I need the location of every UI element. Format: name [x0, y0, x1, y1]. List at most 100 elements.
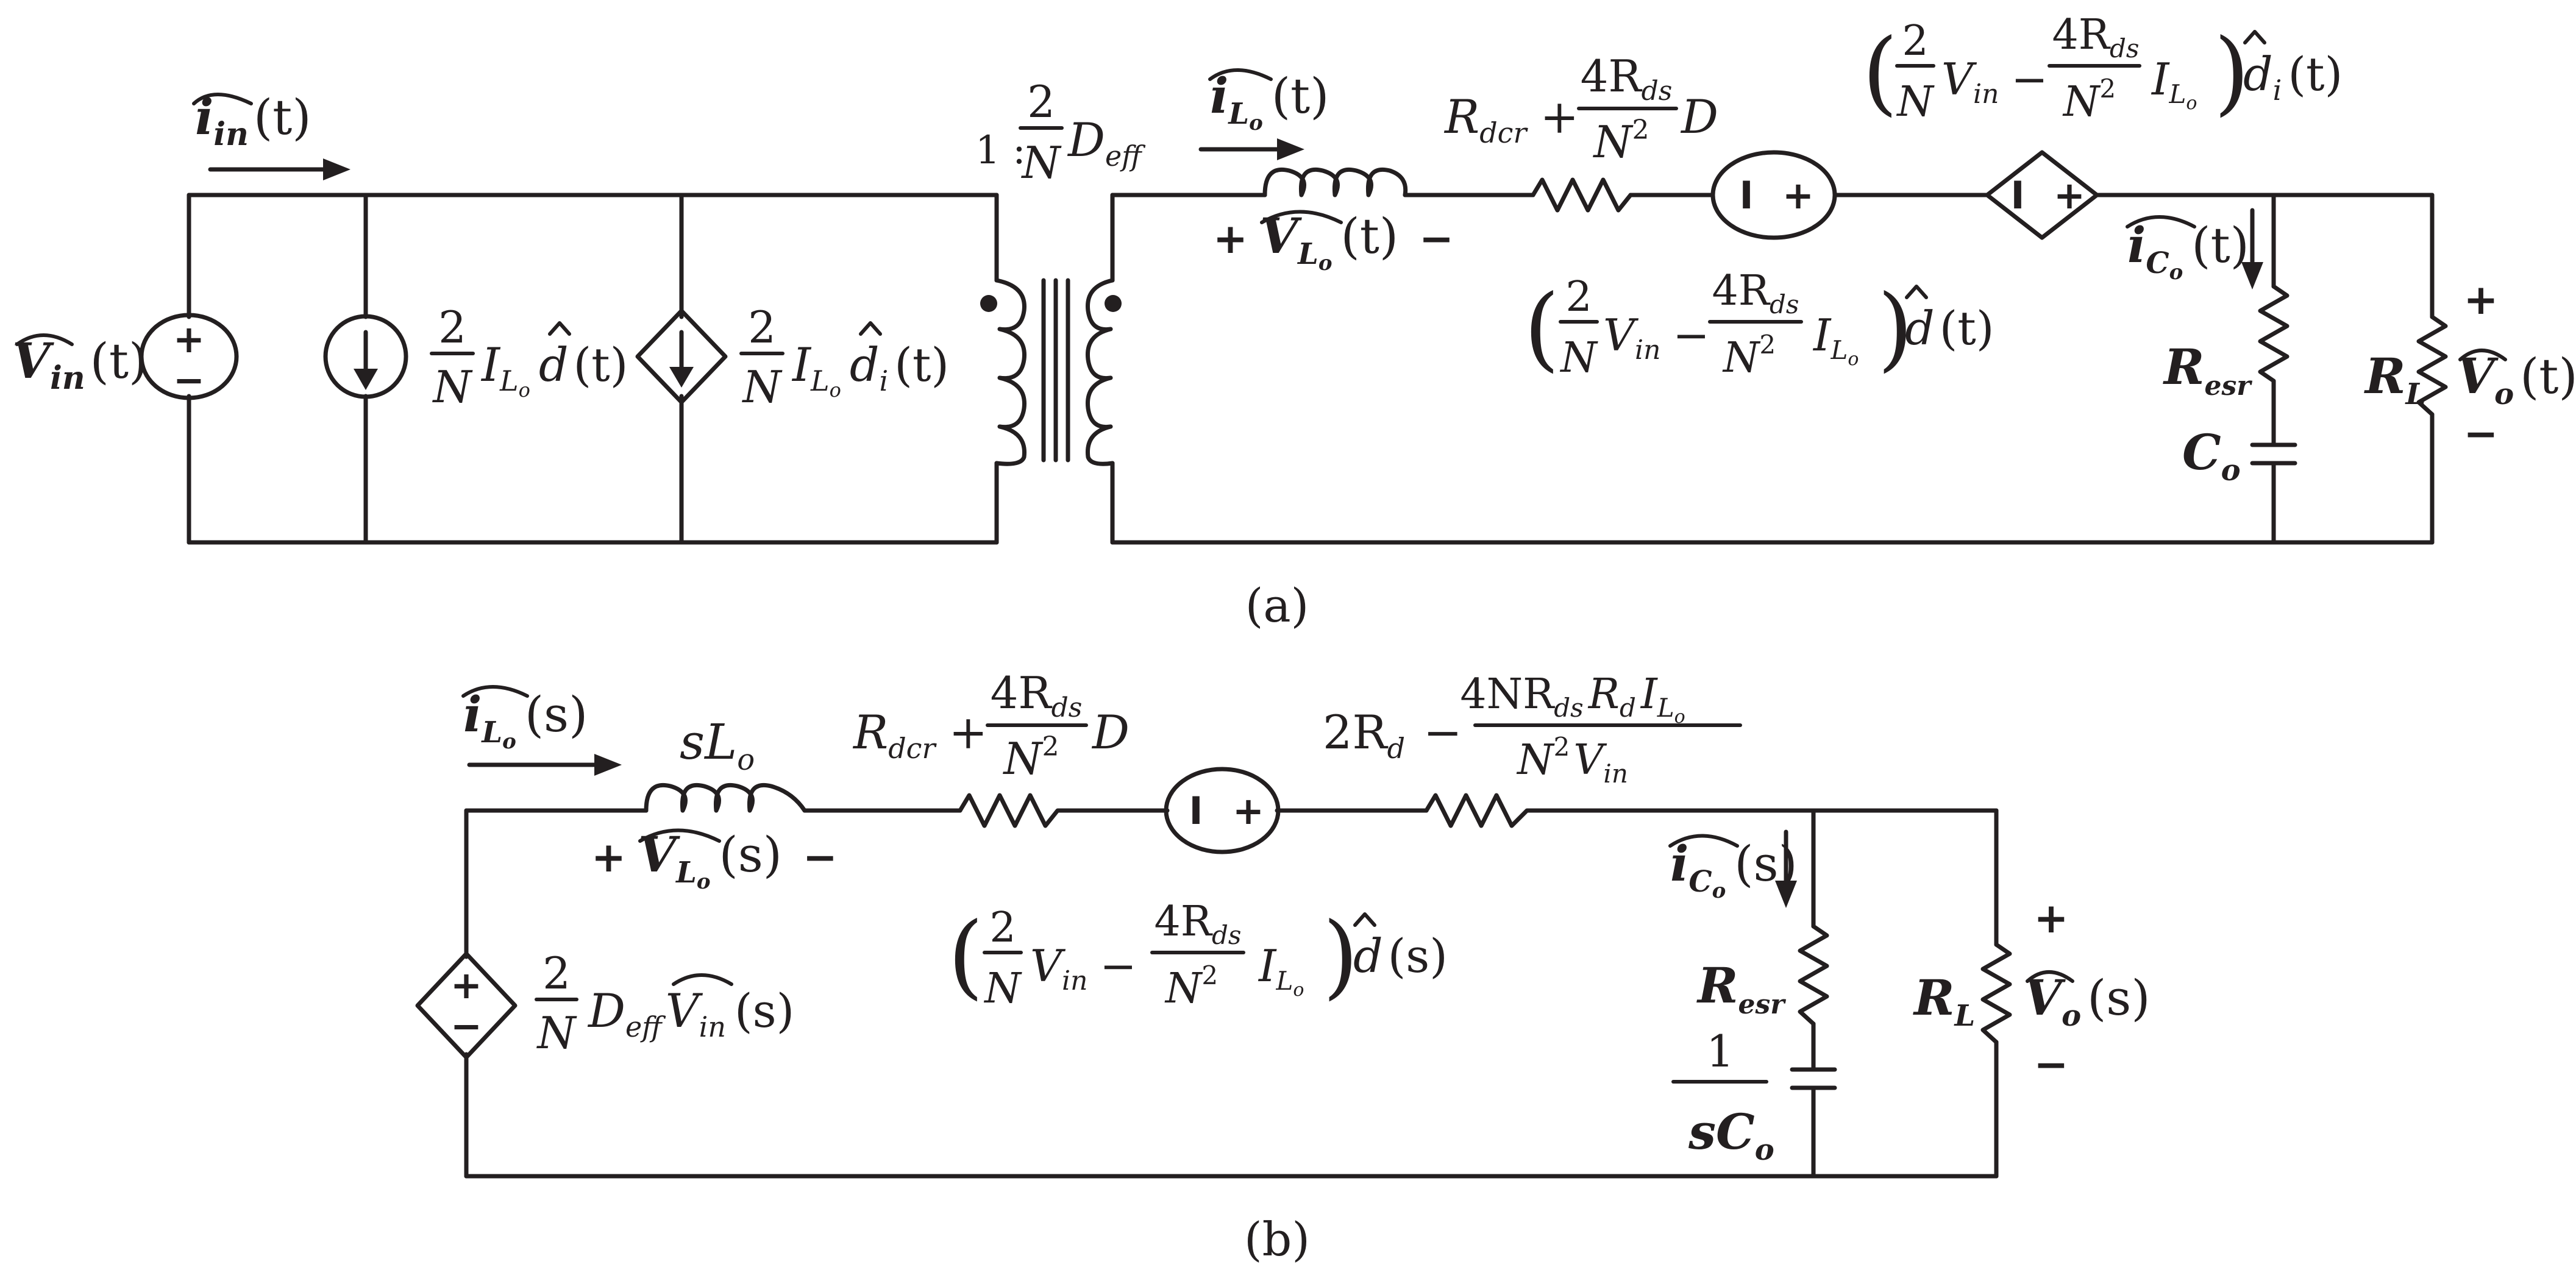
dependent-voltage-source-a: I + [1985, 150, 2099, 240]
svg-text:(: ( [1862, 20, 1898, 126]
load-label-a: RL [2364, 347, 2426, 411]
voltage-source-mid-a-label: ( 2 N Vin− 4Rds N2 ILo ) d(t) [1524, 267, 1994, 382]
svg-text:N: N [983, 965, 1022, 1013]
diagram-b: iLo(s) sLo +VLo(s)− Rdcr+ 4Rds N2 [415, 667, 2151, 1266]
svg-text:2: 2 [1902, 17, 1928, 65]
svg-text:N2: N2 [1722, 330, 1776, 382]
svg-text:Deff: Deff [1067, 113, 1146, 172]
svg-text:(: ( [948, 903, 984, 1009]
svg-text:ILo: ILo [2151, 54, 2197, 114]
svg-text:N: N [1896, 78, 1935, 126]
input-voltage-source: + − [139, 313, 239, 402]
inductor-voltage-label-b: +VLo(s)− [591, 826, 838, 894]
svg-text:N2Vin: N2Vin [1516, 732, 1628, 789]
hat-v-lo-b [638, 828, 721, 843]
svg-text:D: D [1091, 705, 1130, 759]
esr-label-a: Resr [2163, 338, 2252, 402]
svg-text:d(t): d(t) [1905, 301, 1994, 355]
svg-text:4Rds: 4Rds [2052, 11, 2140, 63]
svg-text:N: N [742, 361, 783, 413]
resistor-b2 [1424, 793, 1539, 828]
svg-text:I: I [1189, 789, 1203, 833]
svg-text:D: D [1680, 90, 1718, 144]
svg-text:N2: N2 [1164, 960, 1218, 1013]
svg-text:N: N [1021, 137, 1062, 188]
hat-v-in [15, 333, 74, 346]
svg-text:+: + [450, 963, 482, 1007]
current-source-1 [323, 314, 408, 399]
dependent-voltage-source-a-label: ( 2 N Vin− 4Rds N2 ILo ) di(t) [1862, 11, 2343, 126]
hat-v-lo-a [1260, 210, 1343, 224]
svg-text:4Rds: 4Rds [1155, 898, 1242, 950]
svg-text:DeffVin(s): DeffVin(s) [587, 984, 794, 1043]
dependent-current-source [635, 308, 728, 405]
svg-text:1 :: 1 : [975, 128, 1026, 173]
hat-i-lo-a [1208, 68, 1273, 81]
svg-text:di(t): di(t) [2243, 47, 2343, 107]
capacitor-current-arrow-b [1775, 829, 1797, 908]
capacitor-b [1790, 1067, 1837, 1090]
svg-text:−: − [450, 1004, 482, 1048]
svg-text:1: 1 [1706, 1026, 1734, 1077]
voltage-source-b: I + [1164, 767, 1281, 854]
caption-b: (b) [1244, 1212, 1310, 1266]
svg-text:2: 2 [989, 904, 1016, 952]
capacitor-label-b: 1 sCo [1671, 1026, 1774, 1167]
voltage-source-b-label: ( 2 N Vin− 4Rds N2 ILo ) d(s) [948, 898, 1448, 1013]
load-resistor-a [2416, 314, 2448, 417]
capacitor-current-arrow-a [2241, 208, 2263, 289]
hat-i-co-b [1668, 834, 1739, 848]
hat-i-co-a [2126, 215, 2196, 229]
inductor-current-label-a: iLo(t) [1210, 67, 1329, 135]
svg-text:ILo: ILo [1258, 940, 1304, 1001]
svg-text:+: + [173, 317, 205, 361]
input-current-arrow [208, 158, 350, 180]
svg-text:2: 2 [748, 302, 776, 353]
secondary-wires [1110, 193, 2435, 545]
svg-text:4Rds: 4Rds [1581, 51, 1673, 107]
svg-text:+: + [2054, 173, 2085, 218]
output-voltage-label-a: + Vo(t) − [2457, 276, 2576, 458]
svg-text:+: + [2464, 276, 2499, 324]
svg-text:Rdcr+: Rdcr+ [852, 705, 987, 765]
svg-text:2Rd−: 2Rd− [1323, 705, 1462, 765]
inductor-current-label-b: iLo(s) [463, 686, 588, 754]
svg-text:): ) [1877, 275, 1913, 381]
svg-text:Vin−: Vin− [1941, 54, 2048, 110]
svg-text:+: + [1782, 173, 1814, 218]
resistor-a-label: Rdcr+ 4Rds N2 D [1443, 51, 1718, 168]
capacitor-current-label-a: iCo(t) [2127, 216, 2249, 285]
svg-text:N: N [1559, 334, 1598, 382]
svg-text:sCo: sCo [1688, 1103, 1774, 1167]
circuit-b-wires [464, 808, 1999, 1179]
primary-wires [187, 193, 999, 545]
inductor-current-arrow-b [467, 754, 622, 776]
input-voltage-label: Vin(t) [12, 332, 148, 397]
esr-resistor-a [2258, 284, 2290, 417]
svg-text:d(s): d(s) [1353, 929, 1448, 983]
svg-text:): ) [2214, 20, 2250, 126]
svg-text:−: − [173, 358, 205, 402]
svg-text:−: − [2464, 410, 2499, 458]
svg-text:2: 2 [1027, 76, 1055, 127]
svg-text:Vin−: Vin− [1603, 310, 1710, 366]
resistor-a [1531, 177, 1633, 213]
svg-text:+: + [2034, 895, 2069, 943]
capacitor-label-a: Co [2182, 424, 2241, 488]
svg-text:2: 2 [1565, 273, 1592, 321]
inductor-label-b: sLo [680, 714, 755, 777]
svg-text:N2: N2 [1003, 731, 1059, 784]
transformer-ratio-label: 1 : 2 N Deff [975, 76, 1146, 188]
svg-text:N: N [432, 361, 474, 413]
svg-text:ILo: ILo [1812, 310, 1859, 370]
svg-text:(: ( [1524, 275, 1560, 381]
inductor-voltage-label-a: +VLo(t)− [1213, 207, 1454, 275]
svg-text:N2: N2 [2062, 74, 2116, 126]
voltage-source-mid-a: I + [1710, 150, 1837, 240]
svg-text:+: + [1233, 789, 1264, 833]
